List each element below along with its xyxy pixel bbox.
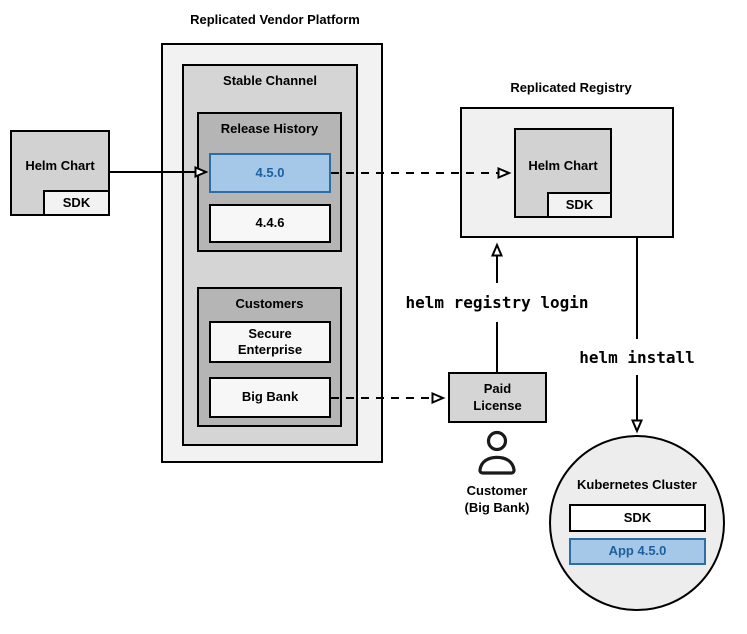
helm-registry-login-command: helm registry login	[405, 293, 589, 312]
customers-title: Customers	[235, 296, 304, 311]
kubernetes-app-box: App 4.5.0	[569, 538, 706, 565]
app-version-label: App 4.5.0	[608, 543, 667, 559]
customer-name-label: Big Bank	[241, 389, 299, 405]
registry-helm-chart-label: Helm Chart	[528, 157, 598, 173]
customer-big-bank-box: Big Bank	[209, 377, 331, 418]
release-version-label: 4.5.0	[255, 164, 285, 180]
customer-secure-enterprise-box: Secure Enterprise	[209, 321, 331, 363]
paid-license-label: Paid License	[473, 381, 522, 413]
customer-name-label: Secure Enterprise	[237, 325, 303, 357]
registry-title: Replicated Registry	[510, 80, 632, 95]
helm-chart-source-label: Helm Chart	[25, 157, 95, 173]
release-version-4-4-6: 4.4.6	[209, 204, 331, 243]
stable-channel-title: Stable Channel	[223, 73, 317, 88]
customer-label: Customer (Big Bank)	[464, 483, 530, 515]
release-history-title: Release History	[220, 121, 319, 136]
helm-chart-source-sdk-box: SDK	[43, 190, 110, 216]
registry-sdk-box: SDK	[547, 192, 612, 218]
sdk-label: SDK	[565, 196, 594, 212]
kubernetes-cluster-title: Kubernetes Cluster	[577, 477, 697, 492]
helm-install-command: helm install	[579, 348, 695, 367]
sdk-label: SDK	[62, 194, 91, 210]
vendor-platform-title: Replicated Vendor Platform	[190, 12, 360, 27]
release-version-label: 4.4.6	[255, 215, 285, 231]
person-icon	[478, 430, 516, 475]
kubernetes-sdk-box: SDK	[569, 504, 706, 532]
paid-license-box: Paid License	[448, 372, 547, 423]
sdk-label: SDK	[623, 509, 652, 525]
release-version-4-5-0: 4.5.0	[209, 153, 331, 193]
